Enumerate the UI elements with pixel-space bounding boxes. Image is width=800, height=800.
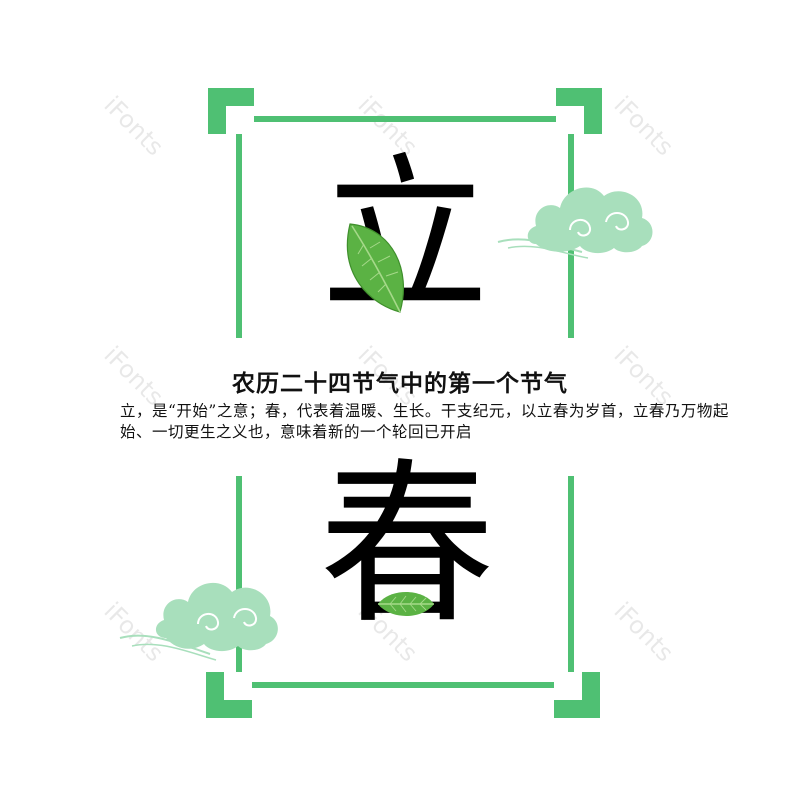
watermark: iFonts bbox=[608, 90, 679, 162]
frame-bottom-line bbox=[236, 682, 574, 688]
frame-top-line bbox=[236, 116, 574, 122]
frame-corner-top-left bbox=[208, 88, 254, 134]
cloud-icon bbox=[119, 582, 278, 661]
description-text: 立，是“开始”之意；春，代表着温暖、生长。干支纪元，以立春为岁首，立春乃万物起始… bbox=[120, 402, 729, 441]
watermark: iFonts bbox=[98, 90, 169, 162]
leaf-icon bbox=[378, 592, 434, 616]
frame-corner-bottom-left bbox=[206, 672, 252, 718]
frame-corner-bottom-right bbox=[554, 672, 600, 718]
leaf-icon bbox=[346, 223, 404, 313]
frame-left-line-lower bbox=[236, 476, 242, 688]
watermark: iFonts bbox=[608, 596, 679, 668]
frame-right-line-lower bbox=[568, 476, 574, 688]
headline: 农历二十四节气中的第一个节气 bbox=[232, 370, 568, 397]
cloud-icon bbox=[497, 187, 653, 259]
frame-corner-top-right bbox=[556, 88, 602, 134]
frame-left-line-upper bbox=[236, 116, 242, 338]
